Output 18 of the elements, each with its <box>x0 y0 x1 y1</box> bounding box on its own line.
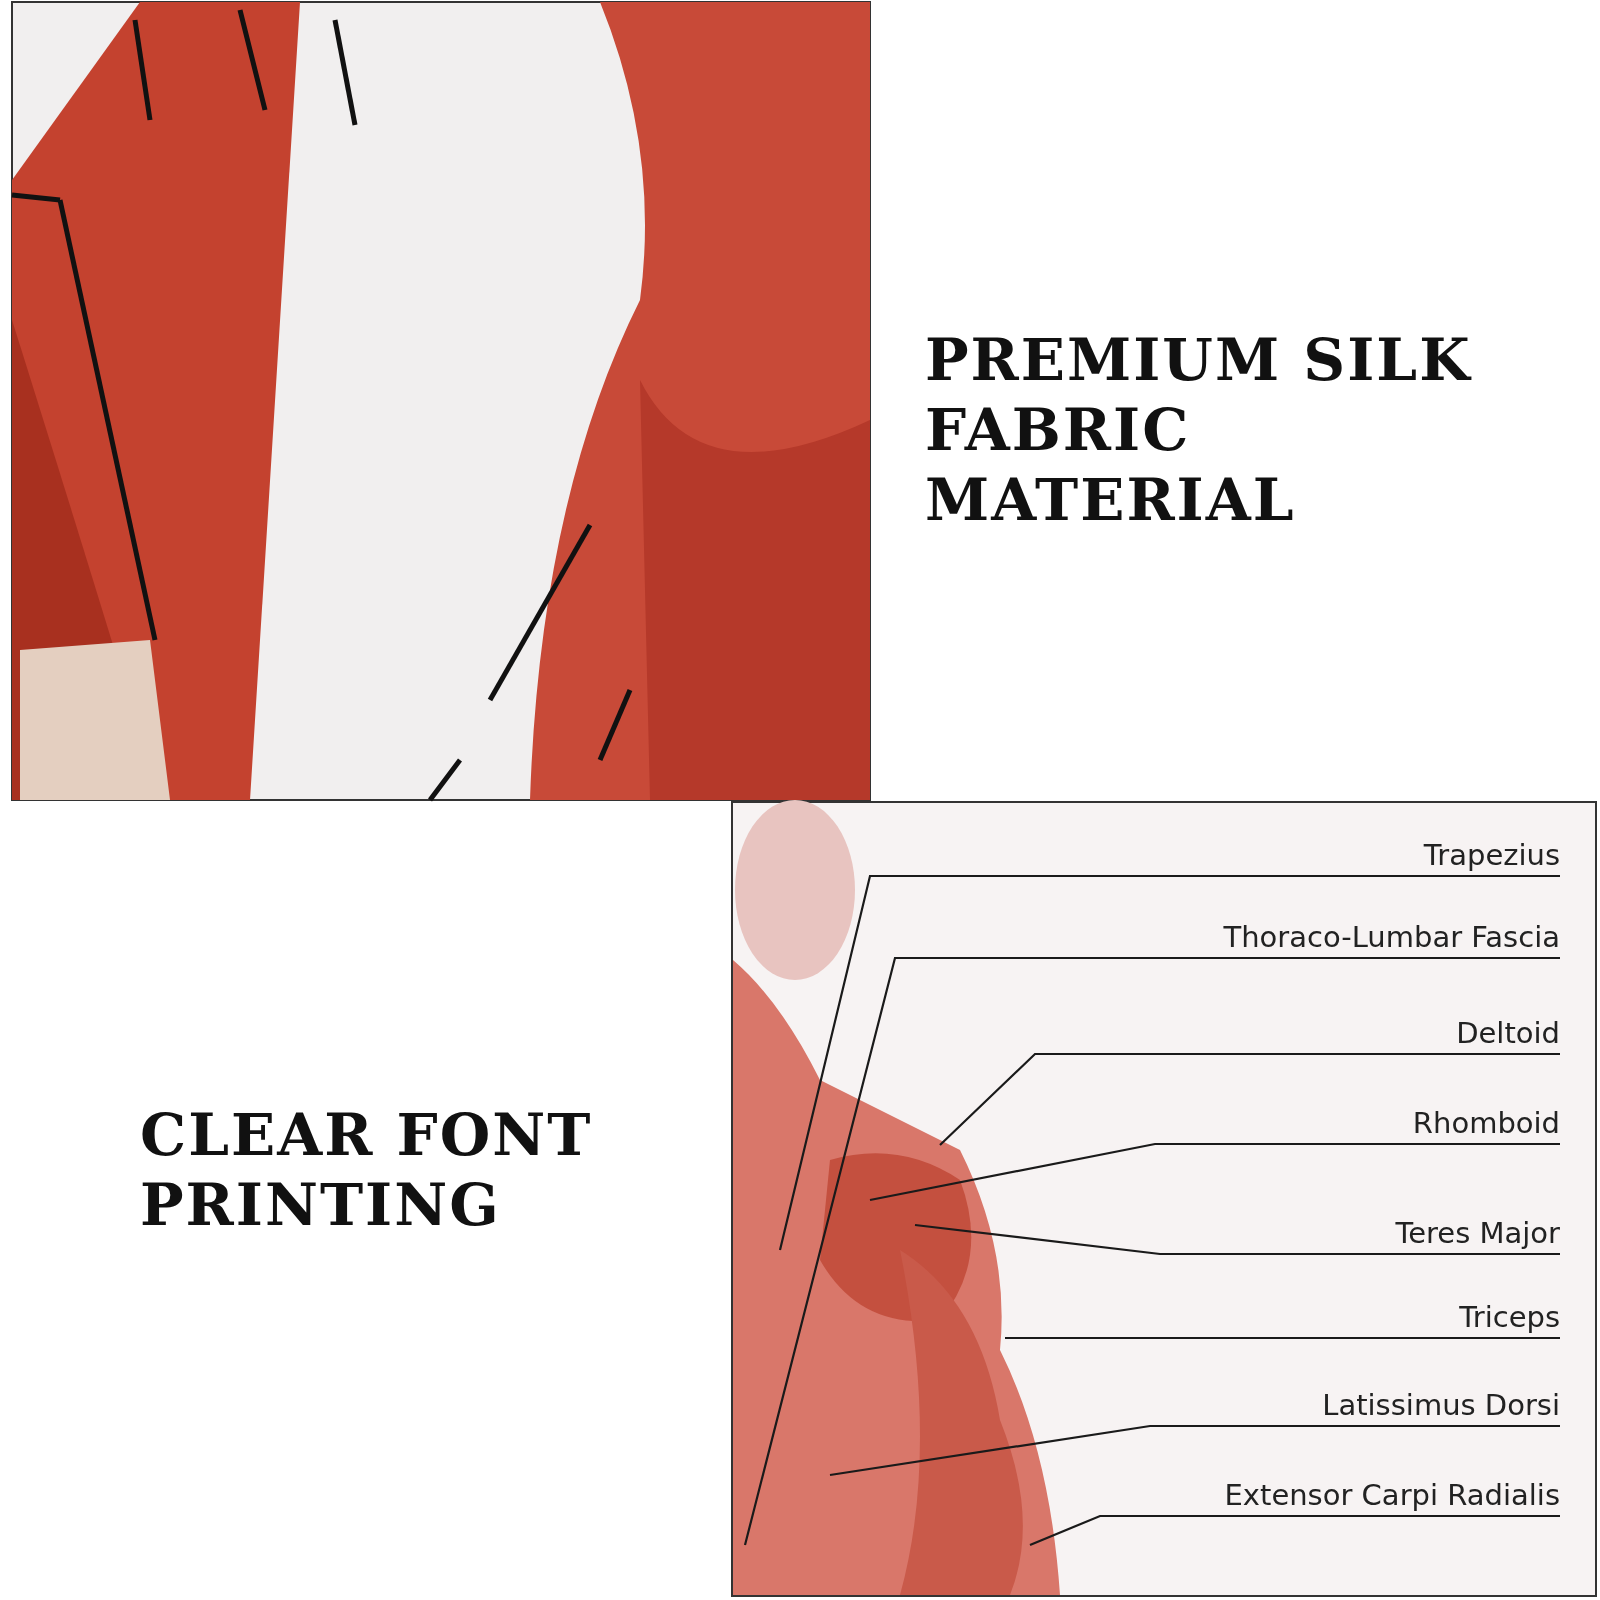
muscle-label: Trapezius <box>1423 838 1560 876</box>
leader-line <box>743 956 1560 1546</box>
muscle-label: Triceps <box>1459 1300 1560 1338</box>
muscle-label: Teres Major <box>1395 1216 1560 1254</box>
leader-line <box>914 1223 1560 1256</box>
leader-line <box>939 1052 1560 1146</box>
muscle-label: Rhomboid <box>1412 1106 1560 1144</box>
muscle-label: Latissimus Dorsi <box>1322 1388 1560 1426</box>
leader-line <box>829 1424 1560 1477</box>
leader-line <box>869 1142 1560 1202</box>
leader-line <box>1029 1514 1560 1546</box>
feature-heading: CLEAR FONT PRINTING <box>140 1100 594 1240</box>
leader-line <box>1005 1336 1560 1340</box>
muscle-label: Deltoid <box>1456 1016 1560 1054</box>
muscle-label: Thoraco-Lumbar Fascia <box>1223 920 1560 958</box>
leader-line <box>778 874 1560 1251</box>
muscle-label: Extensor Carpi Radialis <box>1224 1478 1560 1516</box>
feature-heading: PREMIUM SILK FABRIC MATERIAL <box>925 325 1473 535</box>
